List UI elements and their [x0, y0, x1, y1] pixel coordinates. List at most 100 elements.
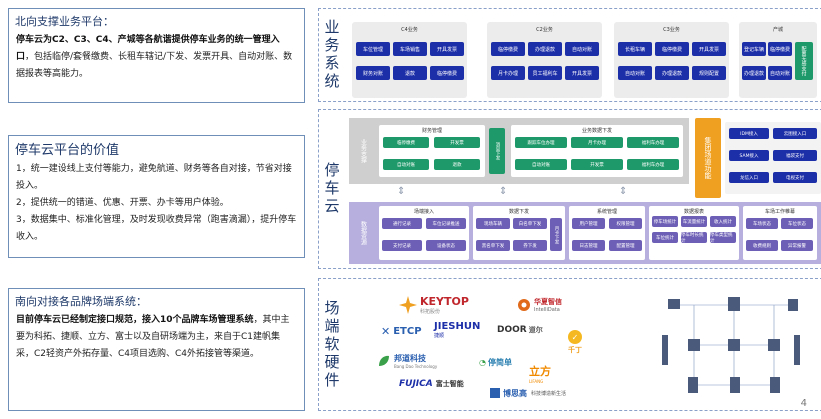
value-panel: 停车云平台的价值 1，统一建设线上支付等能力，避免航道、财务等各自对接，节省对接… — [8, 135, 305, 258]
sys-mgmt-box: 系统管理 用户管理 权限管理 日志管理 配置管理 — [569, 206, 645, 260]
logo-sub: 道尔 — [528, 326, 543, 334]
etcp-mark-icon: ✕ — [381, 325, 391, 338]
biz-chip: 自动对账 — [768, 66, 792, 80]
double-arrow-icon: ⇕ — [619, 186, 628, 197]
biz-chip: 临停缴费 — [430, 66, 464, 80]
biz-chip: 财务对账 — [356, 66, 390, 80]
workspace-title: 车场工作帷幕 — [764, 209, 795, 215]
biz-chip: 退款 — [393, 66, 427, 80]
logo-bangdao: 邦道科技 Bang Dao Technology — [377, 353, 437, 369]
biz-chip: 办理退款 — [655, 66, 689, 80]
biz-chip: 长租车辆 — [618, 42, 652, 56]
value-title: 停车云平台的价值 — [15, 143, 120, 158]
biz-chip: 员工福利车 — [528, 66, 562, 80]
huaxia-mark-icon — [518, 299, 530, 311]
site-chip: 支付记录 — [382, 240, 422, 251]
site-hardware-label: 场端软硬件 — [322, 299, 341, 390]
biz-chip: 开具发票 — [430, 42, 464, 56]
south-body: 目前停车云已经制定接口规范，接入10个品牌车场管理系统，其中主要为科拓、捷顺、立… — [9, 311, 304, 367]
biz-chip: 办理退款 — [528, 42, 562, 56]
integration-box: 集团场道功能 — [695, 118, 721, 198]
sys-mgmt-chip: 用户管理 — [572, 218, 605, 229]
dispatch-chip: 月卡办理 — [571, 137, 623, 148]
logo-text: 邦道科技 — [394, 354, 426, 363]
biz-card-c4: C4业务 车位管理 车场销售 开具发票 财务对账 退款 临停缴费 — [352, 22, 467, 98]
south-body-bold: 目前停车云已经制定接口规范，接入10个品牌车场管理系统 — [16, 315, 254, 325]
biz-chip: 登记车辆 — [742, 42, 766, 56]
site-chip: 通行记录 — [382, 218, 422, 229]
qianding-mark-icon: ✓ — [568, 330, 582, 344]
biz-chip: 自动对账 — [618, 66, 652, 80]
business-systems-label: 业务系统 — [322, 19, 341, 91]
workspace-chip: 车场状态 — [746, 218, 778, 229]
ids-chip: 云图接入口 — [773, 128, 817, 139]
ids-chip: 福袋支付 — [773, 150, 817, 161]
workspace-chip: 车位状态 — [781, 218, 813, 229]
north-body-rest: ，包括临停/套餐缴费、长租车辖记/下发、发票开具、自动对账、数据报表等高能力。 — [16, 52, 293, 79]
data-dispatch-chip: 券下发 — [513, 240, 547, 251]
logo-text: KEYTOP — [420, 295, 469, 308]
finance-title: 财务管理 — [421, 128, 442, 134]
biz-chip: 配置无感支付 — [795, 42, 813, 80]
ids-chip: 龙信入口 — [729, 172, 769, 183]
ids-chip: IDM接入 — [729, 128, 769, 139]
logo-jieshun: JIESHUN 捷顺 — [434, 321, 480, 339]
value-line-3: 3，数据集中、标准化管理，及时发现收费异常（跑害滴漏），提升停车收入。 — [16, 215, 297, 242]
biz-chip: 办理退款 — [742, 66, 766, 80]
finance-chip: 自动对账 — [383, 159, 429, 170]
biz-dispatch-box: 业务数据下发 跟踪车位办理 月卡办理 福利车办理 自动对账 开发票 福利车办理 — [511, 125, 683, 177]
sys-mgmt-title: 系统管理 — [596, 209, 617, 215]
biz-chip: 开具发票 — [692, 42, 726, 56]
biz-card-title: C4业务 — [401, 27, 418, 33]
biz-chip: 车场销售 — [393, 42, 427, 56]
site-hardware-section: 场端软硬件 KEYTOP 科拓股份 华夏智信 IntelliData ✕ ETC… — [318, 278, 821, 411]
data-dispatch-chip: 白名单下发 — [513, 218, 547, 229]
dispatch-chip: 福利车办理 — [627, 137, 679, 148]
logo-qianding: ✓ 千丁 — [567, 329, 583, 355]
biz-card-c3: C3业务 长租车辆 临停缴费 开具发票 自动对账 办理退款 规则配置 — [614, 22, 729, 98]
biz-chip: 月卡办理 — [491, 66, 525, 80]
biz-chip: 自动对账 — [565, 42, 599, 56]
finance-box: 财务管理 临停缴费 开发票 自动对账 退款 — [379, 125, 485, 177]
workspace-chip: 异常报警 — [781, 240, 813, 251]
site-chip: 设备状态 — [426, 240, 466, 251]
report-chip: 车位统计 — [652, 232, 678, 243]
report-chip: 车流量统计 — [681, 216, 707, 227]
sys-mgmt-chip: 权限管理 — [609, 218, 642, 229]
biz-chip: 临停缴费 — [655, 42, 689, 56]
workspace-box: 车场工作帷幕 车场状态 车位状态 收费规则 异常报警 — [743, 206, 817, 260]
finance-chip: 开发票 — [434, 137, 480, 148]
bangdao-leaf-icon — [379, 355, 389, 366]
site-chip: 车位记录推送 — [426, 218, 466, 229]
biz-chip: 车位管理 — [356, 42, 390, 56]
value-body: 1，统一建设线上支付等能力，避免航道、财务等各自对接，节省对接投入。 2，提供统… — [9, 160, 304, 250]
dispatch-chip: 福利车办理 — [627, 159, 679, 170]
biz-card-title: C3业务 — [663, 27, 680, 33]
value-line-2: 2，提供统一的错道、优惠、开票、办卡等用户体验。 — [16, 198, 229, 208]
logo-sub: 科拓股份 — [420, 309, 441, 315]
biz-chip: 临停缴费 — [491, 42, 525, 56]
logo-text: JIESHUN — [434, 321, 481, 332]
logo-sub: 科技博造新生活 — [531, 390, 567, 397]
ids-panel: IDM接入 云图接入口 SAM接入 福袋支付 龙信入口 电视支付 — [725, 122, 821, 194]
north-body-bold: 停车云为C2、C3、C4、产城等各航谐提供停车业务的统一管理入口 — [16, 35, 280, 62]
keytop-star-icon — [399, 296, 417, 314]
double-arrow-icon: ⇕ — [499, 186, 508, 197]
logo-bosigao: 博思高 科技博造新生活 — [489, 387, 566, 399]
biz-support-label: 业务支撑 — [359, 139, 367, 163]
biz-chip: 开具发票 — [565, 66, 599, 80]
data-resource-label: 数据资源 — [359, 221, 367, 245]
logo-text: DOOR — [497, 325, 527, 335]
parking-cloud-section: 停车云 业务支撑 财务管理 临停缴费 开发票 自动对账 退款 消息下发 业务数据… — [318, 109, 821, 269]
report-chip: 停车类型统计 — [710, 232, 736, 244]
logo-text: 立方 — [529, 365, 551, 378]
south-title: 南向对接各品牌场端系统： — [15, 295, 147, 308]
logo-etcp: ✕ ETCP — [381, 325, 422, 338]
finance-chip: 临停缴费 — [383, 137, 429, 148]
integration-label: 集团场道功能 — [704, 137, 712, 179]
logo-text: FUJICA — [399, 379, 433, 389]
double-arrow-icon: ⇕ — [397, 186, 406, 197]
logo-keytop: KEYTOP 科拓股份 — [399, 295, 469, 315]
data-dispatch-title: 数据下发 — [508, 209, 529, 215]
logo-sub: LIFANG — [529, 379, 544, 384]
